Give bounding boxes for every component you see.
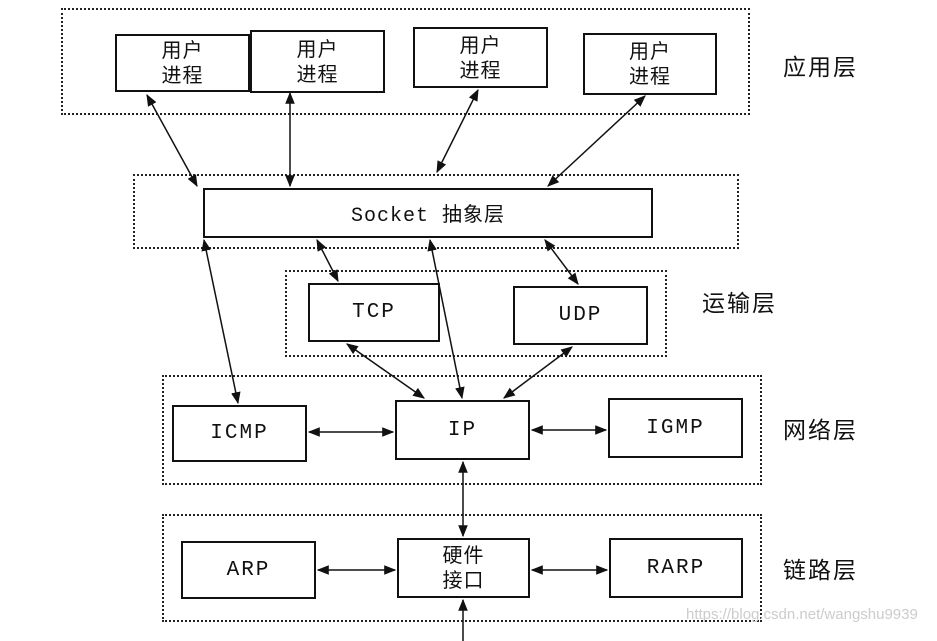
udp-box: UDP <box>513 286 648 345</box>
ip-box: IP <box>395 400 530 460</box>
watermark-text: https://blog.csdn.net/wangshu9939 <box>686 606 918 623</box>
rarp-box: RARP <box>609 538 743 598</box>
user-process-box-4: 用户 进程 <box>583 33 717 95</box>
transport-layer-frame <box>285 270 667 357</box>
user-process-box-1: 用户 进程 <box>115 34 250 92</box>
user-process-box-3: 用户 进程 <box>413 27 548 88</box>
application-layer-label: 应用层 <box>783 55 858 81</box>
icmp-box: ICMP <box>172 405 307 462</box>
transport-layer-label: 运输层 <box>702 291 777 317</box>
link-layer-label: 链路层 <box>783 558 858 584</box>
tcp-box: TCP <box>308 283 440 342</box>
network-layer-label: 网络层 <box>783 418 858 444</box>
arp-box: ARP <box>181 541 316 599</box>
application-layer-frame <box>61 8 750 115</box>
hardware-interface-box: 硬件 接口 <box>397 538 530 598</box>
igmp-box: IGMP <box>608 398 743 458</box>
user-process-box-2: 用户 进程 <box>250 30 385 93</box>
socket-abstraction-box: Socket 抽象层 <box>203 188 653 238</box>
